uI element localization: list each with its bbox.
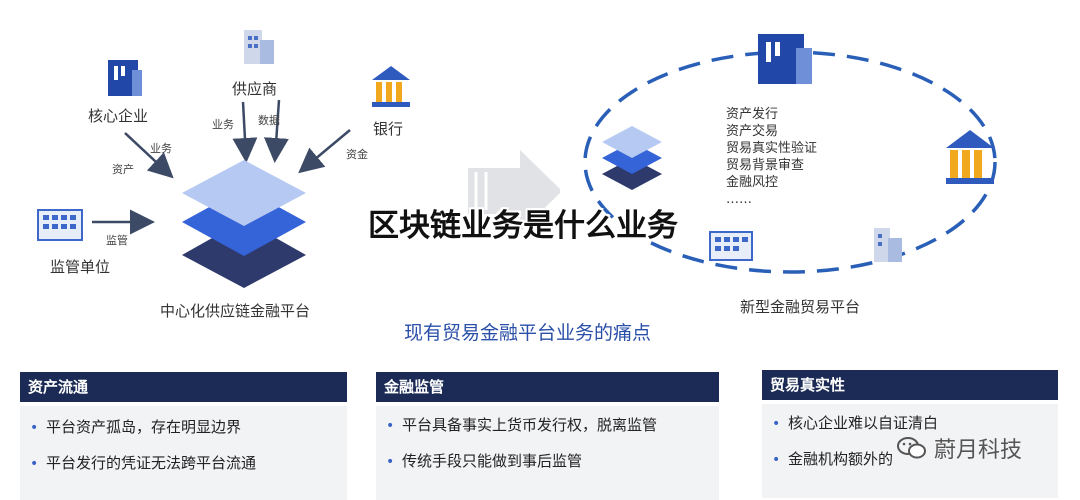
function-item: 资产发行 — [726, 107, 779, 122]
edge-label-data: 数据 — [258, 114, 280, 127]
central-platform-label: 中心化供应链金融平台 — [160, 302, 311, 320]
bank-icon — [372, 66, 410, 107]
central-platform-stack — [182, 160, 306, 288]
panel-bullet: •传统手段只能做到事后监管 — [376, 450, 582, 471]
right-diagram-graphics — [583, 34, 997, 274]
ring-node-bank-icon — [946, 130, 994, 184]
pain-point-panel-regulation: 金融监管 •平台具备事实上货币发行权，脱离监管 •传统手段只能做到事后监管 — [376, 372, 719, 500]
regulator-icon — [37, 209, 83, 241]
bullet-icon: • — [386, 418, 395, 434]
edge-label-business-top: 业务 — [212, 118, 234, 131]
function-item: …… — [726, 192, 752, 207]
function-list: 资产发行 资产交易 贸易真实性验证 贸易背景审查 金融风控 …… — [726, 106, 817, 208]
panel-title: 资产流通 — [20, 372, 347, 402]
new-platform-label: 新型金融贸易平台 — [740, 298, 861, 316]
panel-bullet: •平台具备事实上货币发行权，脱离监管 — [376, 414, 657, 435]
ring-node-platform-stack — [602, 126, 662, 190]
function-item: 贸易真实性验证 — [726, 141, 818, 156]
pain-point-panel-assets: 资产流通 •平台资产孤岛，存在明显边界 •平台发行的凭证无法跨平台流通 — [20, 372, 347, 500]
panel-title: 贸易真实性 — [762, 370, 1058, 400]
edge-label-supervision: 监管 — [106, 234, 128, 247]
regulator-label: 监管单位 — [50, 258, 111, 276]
bullet-icon: • — [772, 452, 781, 468]
bullet-icon: • — [772, 416, 781, 432]
panel-bullet: •平台资产孤岛，存在明显边界 — [20, 416, 241, 437]
core-enterprise-icon — [108, 60, 142, 96]
flow-arrows — [92, 99, 351, 235]
supplier-icon — [244, 30, 274, 64]
arrow-supplier-to-platform-right — [263, 99, 289, 163]
edge-label-business-left: 业务 — [150, 142, 172, 155]
arrow-supplier-to-platform-left — [232, 101, 258, 163]
overlay-title: 区块链业务是什么业务 — [368, 208, 678, 244]
edge-label-assets: 资产 — [112, 163, 134, 176]
supplier-label: 供应商 — [232, 80, 278, 98]
function-item: 贸易背景审查 — [726, 158, 805, 173]
bullet-icon: • — [386, 454, 395, 470]
bullet-icon: • — [30, 420, 39, 436]
ring-node-supplier-icon — [874, 228, 902, 262]
transition-arrow — [468, 150, 560, 232]
bullet-icon: • — [30, 456, 39, 472]
core-enterprise-label: 核心企业 — [88, 107, 149, 125]
edge-label-funds: 资金 — [346, 148, 368, 161]
panel-title: 金融监管 — [376, 372, 719, 402]
ring-node-enterprise-icon — [758, 34, 812, 84]
panel-bullet: •金融机构额外的 — [762, 448, 893, 469]
arrow-core-to-platform — [124, 132, 174, 179]
panel-bullet: •核心企业难以自证清白 — [762, 412, 938, 433]
section-subtitle: 现有贸易金融平台业务的痛点 — [404, 322, 652, 344]
ring-node-regulator-icon — [709, 231, 753, 261]
wechat-icon — [897, 437, 926, 459]
panel-bullet: •平台发行的凭证无法跨平台流通 — [20, 452, 256, 473]
function-item: 资产交易 — [726, 124, 779, 139]
arrow-bank-to-platform — [298, 129, 351, 174]
left-diagram-graphics — [37, 30, 560, 288]
watermark-text: 蔚月科技 — [934, 438, 1023, 463]
bank-label: 银行 — [373, 120, 404, 138]
watermark: 蔚月科技 — [896, 432, 1022, 464]
function-item: 金融风控 — [726, 175, 779, 190]
